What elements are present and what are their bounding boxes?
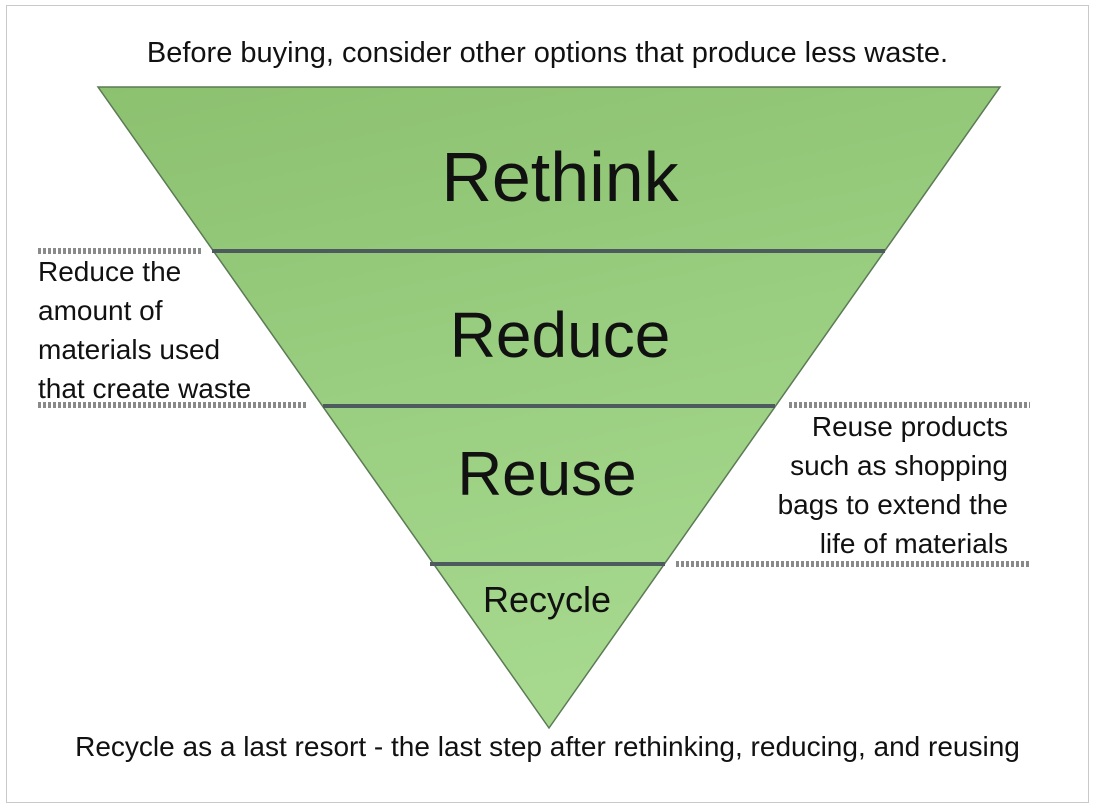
reuse-callout-note: Reuse products such as shopping bags to …	[700, 407, 1008, 563]
reduce-note-line: that create waste	[38, 373, 252, 404]
reduce-note-line: materials used	[38, 334, 221, 365]
reduce-note-line: Reduce the	[38, 256, 182, 287]
tier-label-reduce: Reduce	[449, 299, 671, 371]
top-caption: Before buying, consider other options th…	[146, 37, 949, 69]
reuse-note-line: Reuse products	[811, 411, 1008, 442]
reuse-note-line: such as shopping	[790, 450, 1008, 481]
tier-label-reuse: Reuse	[457, 440, 637, 509]
reuse-note-line: life of materials	[819, 528, 1008, 559]
tier-label-rethink: Rethink	[441, 138, 679, 216]
bottom-caption: Recycle as a last resort - the last step…	[75, 731, 1020, 762]
tier-label-recycle: Recycle	[482, 579, 612, 620]
reuse-note-line: bags to extend the	[777, 489, 1008, 520]
reduce-callout-note: Reduce the amount of materials used that…	[38, 252, 318, 408]
reduce-note-line: amount of	[38, 295, 163, 326]
slide-frame	[6, 5, 1089, 803]
